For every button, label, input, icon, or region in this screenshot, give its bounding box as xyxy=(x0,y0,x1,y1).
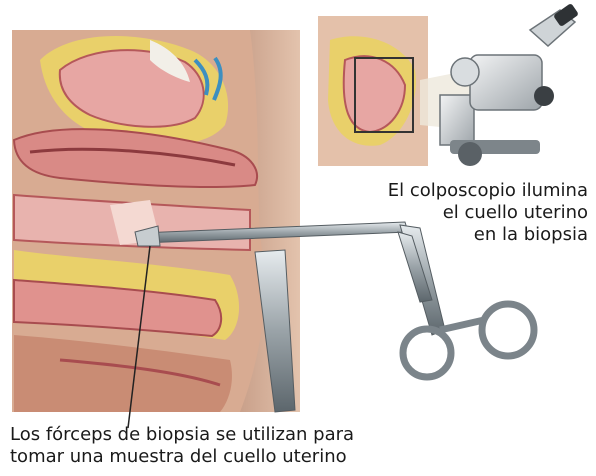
finger-ring-left xyxy=(403,329,451,377)
colposcope-caption-line: en la biopsia xyxy=(330,224,588,246)
forceps-caption: Los fórceps de biopsia se utilizan para … xyxy=(10,424,470,468)
scope-knob xyxy=(534,86,554,106)
colposcope-caption: El colposcopio ilumina el cuello uterino… xyxy=(330,180,588,246)
finger-ring-right xyxy=(482,304,534,356)
colposcope-caption-line: El colposcopio ilumina xyxy=(330,180,588,202)
scope-head xyxy=(470,55,542,110)
cross-section-panel xyxy=(12,30,300,412)
scope-lens xyxy=(451,58,479,86)
scope-wheel xyxy=(458,142,482,166)
colposcope-caption-line: el cuello uterino xyxy=(330,202,588,224)
ring-connector xyxy=(440,320,484,330)
forceps-caption-line: tomar una muestra del cuello uterino xyxy=(10,446,470,468)
scope-body xyxy=(440,95,474,145)
colposcope-inset xyxy=(318,3,579,166)
forceps-caption-line: Los fórceps de biopsia se utilizan para xyxy=(10,424,470,446)
